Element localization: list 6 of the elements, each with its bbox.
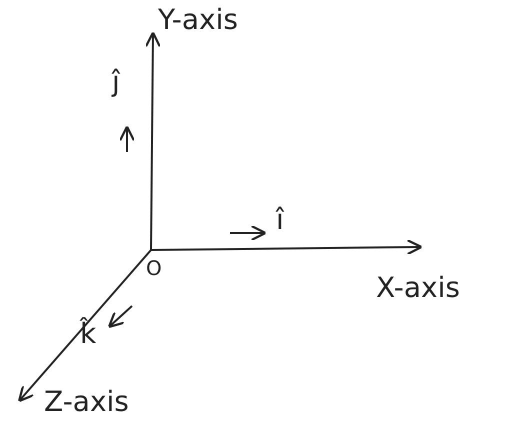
- axis-label: Y-axis: [158, 6, 238, 34]
- axis-label: Z-axis: [44, 388, 129, 416]
- unit-vector-label: ĵ: [112, 68, 120, 96]
- origin-label: O: [146, 258, 162, 278]
- axis-label: X-axis: [376, 274, 460, 302]
- unit-vector-label: î: [276, 206, 284, 234]
